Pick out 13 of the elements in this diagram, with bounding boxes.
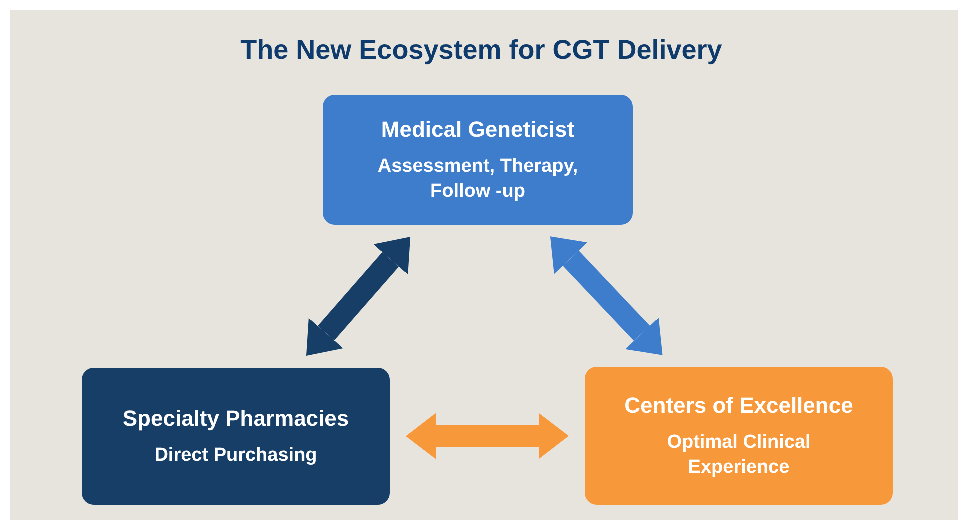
box-heading: Centers of Excellence xyxy=(624,392,854,420)
rounded-box xyxy=(323,95,633,225)
rounded-box xyxy=(82,368,390,505)
double-arrow xyxy=(406,413,569,460)
box-description: Assessment, Therapy, Follow -up xyxy=(376,154,580,204)
box-heading: Medical Geneticist xyxy=(381,116,575,144)
title: The New Ecosystem for CGT Delivery xyxy=(240,34,724,67)
box-description: Direct Purchasing xyxy=(154,444,318,468)
box-heading: Specialty Pharmacies xyxy=(122,405,350,433)
rounded-box xyxy=(585,367,893,505)
double-arrow xyxy=(306,237,411,356)
double-arrow xyxy=(550,236,663,356)
box-description: Optimal Clinical Experience xyxy=(666,430,812,480)
